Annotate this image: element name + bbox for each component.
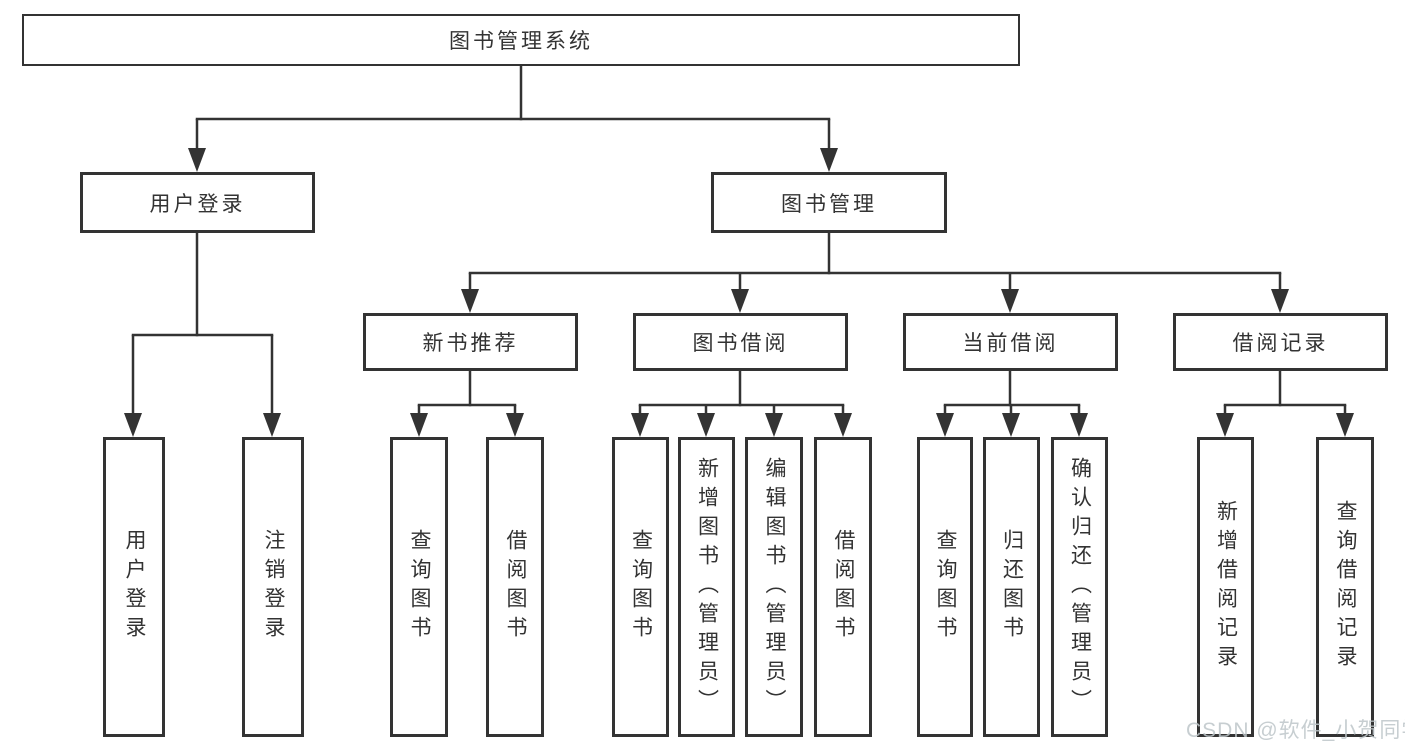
node-new-book-recommend: 新书推荐: [363, 313, 578, 371]
leaf-add-borrow-record-label: 新增借阅记录: [1214, 500, 1238, 674]
leaf-user-login-label: 用户登录: [123, 529, 146, 645]
leaf-query-books-1: 查询图书: [390, 437, 448, 737]
leaf-query-books-2-label: 查询图书: [629, 529, 653, 645]
leaf-return-book-label: 归还图书: [1000, 529, 1024, 645]
leaf-add-book-admin-label: 新增图书（管理员）: [695, 456, 719, 718]
node-user-login-label: 用户登录: [149, 192, 246, 216]
node-root-system: 图书管理系统: [22, 14, 1020, 66]
leaf-confirm-return-admin: 确认归还（管理员）: [1051, 437, 1108, 737]
leaf-query-borrow-record-label: 查询借阅记录: [1334, 500, 1357, 674]
node-new-book-recommend-label: 新书推荐: [422, 332, 519, 355]
leaf-edit-book-admin: 编辑图书（管理员）: [745, 437, 803, 737]
node-user-login: 用户登录: [80, 172, 315, 233]
node-current-borrow-label: 当前借阅: [962, 332, 1059, 355]
node-book-borrow-label: 图书借阅: [692, 332, 789, 355]
leaf-query-books-1-label: 查询图书: [408, 529, 431, 645]
leaf-borrow-books-1: 借阅图书: [486, 437, 544, 737]
csdn-watermark: CSDN @软件_小贺同学: [1186, 719, 1405, 742]
node-book-management: 图书管理: [711, 172, 947, 233]
leaf-add-borrow-record: 新增借阅记录: [1197, 437, 1254, 737]
leaf-add-book-admin: 新增图书（管理员）: [678, 437, 735, 737]
node-book-management-label: 图书管理: [781, 192, 877, 216]
leaf-borrow-books-1-label: 借阅图书: [504, 529, 527, 645]
leaf-query-borrow-record: 查询借阅记录: [1316, 437, 1374, 737]
leaf-query-books-2: 查询图书: [612, 437, 669, 737]
arrowhead-icons: [124, 148, 1354, 437]
leaf-borrow-books-2-label: 借阅图书: [832, 529, 855, 645]
leaf-query-books-3: 查询图书: [917, 437, 973, 737]
node-book-borrow: 图书借阅: [633, 313, 848, 371]
leaf-logout-label: 注销登录: [262, 529, 285, 645]
leaf-confirm-return-admin-label: 确认归还（管理员）: [1068, 456, 1092, 718]
leaf-edit-book-admin-label: 编辑图书（管理员）: [763, 456, 786, 718]
leaf-borrow-books-2: 借阅图书: [814, 437, 872, 737]
node-root-label: 图书管理系统: [449, 30, 593, 53]
node-current-borrow: 当前借阅: [903, 313, 1118, 371]
leaf-return-book: 归还图书: [983, 437, 1040, 737]
leaf-query-books-3-label: 查询图书: [934, 529, 957, 645]
node-borrow-records-label: 借阅记录: [1232, 332, 1329, 355]
node-borrow-records: 借阅记录: [1173, 313, 1388, 371]
leaf-logout: 注销登录: [242, 437, 304, 737]
leaf-user-login: 用户登录: [103, 437, 165, 737]
